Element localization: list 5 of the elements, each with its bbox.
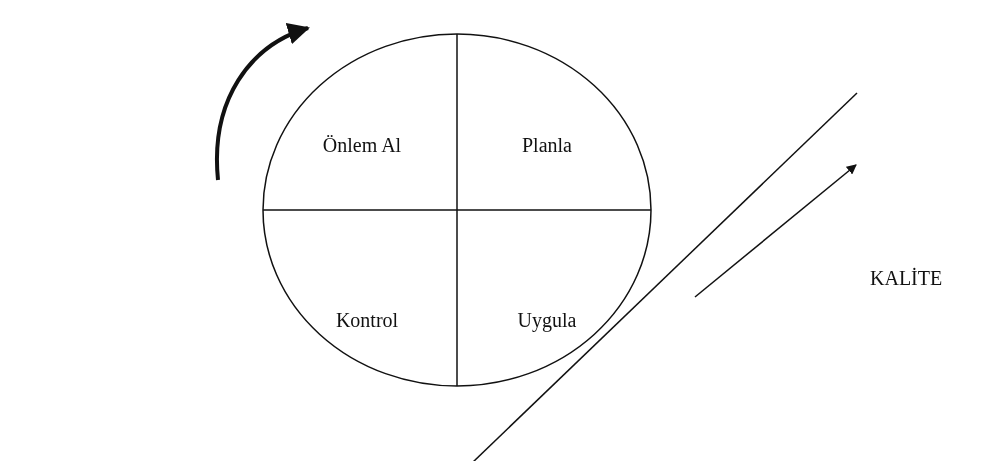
- axis-label: KALİTE: [870, 266, 943, 290]
- quadrant-label: Kontrol: [335, 308, 399, 332]
- quadrant-label: Uygula: [517, 308, 577, 332]
- quadrant-label: Önlem Al: [322, 133, 402, 157]
- quadrant-label: Planla: [522, 133, 572, 157]
